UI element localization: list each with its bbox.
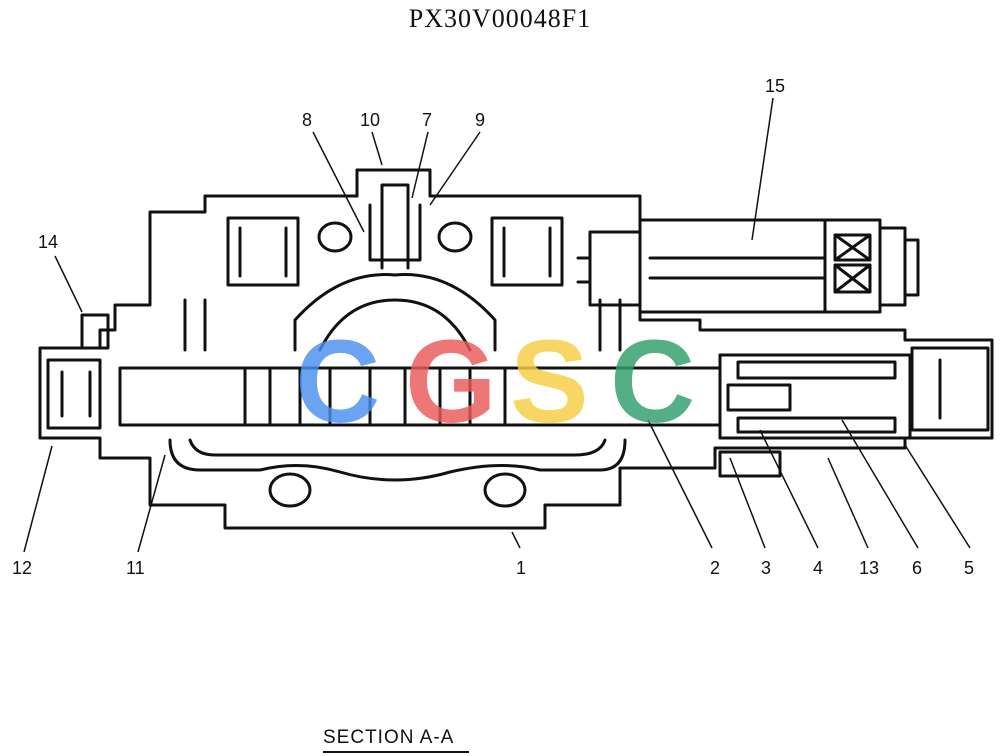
pilot-block — [355, 168, 432, 262]
pilot-pin — [380, 183, 410, 270]
spring-lower — [736, 416, 897, 434]
callout-1: 1 — [516, 558, 526, 578]
watermark: C G S C — [295, 316, 695, 448]
right-end-cap — [910, 346, 990, 432]
section-underline — [323, 751, 469, 753]
passage-inner — [318, 298, 472, 352]
spring-housing — [718, 353, 912, 440]
watermark-letter-4: C — [610, 316, 695, 448]
watermark-letter-1: C — [295, 316, 380, 448]
callout-4: 4 — [813, 558, 823, 578]
callout-7: 7 — [422, 110, 432, 130]
callout-15: 15 — [765, 76, 785, 96]
section-label: SECTION A-A — [323, 727, 455, 748]
callout-9: 9 — [475, 110, 485, 130]
watermark-letter-3: S — [510, 316, 589, 448]
callout-3: 3 — [761, 558, 771, 578]
left-end-cap — [46, 358, 102, 430]
leader-lines — [23, 97, 971, 553]
callout-labels: 15 14 8 10 7 9 12 11 1 2 3 4 13 6 5 — [12, 76, 974, 578]
spring-upper — [736, 360, 897, 380]
right-chamber — [490, 216, 564, 287]
callout-14: 14 — [38, 232, 58, 252]
lower-passage — [168, 438, 627, 482]
solenoid-nut — [878, 226, 920, 307]
callout-6: 6 — [912, 558, 922, 578]
valve-outline — [38, 168, 994, 530]
left-chamber — [226, 216, 300, 287]
callout-5: 5 — [964, 558, 974, 578]
plug — [80, 313, 110, 350]
callout-12: 12 — [12, 558, 32, 578]
drawing-title: PX30V00048F1 — [408, 4, 592, 33]
callout-13: 13 — [859, 558, 879, 578]
passage-arch — [293, 273, 497, 352]
callout-2: 2 — [710, 558, 720, 578]
callout-11: 11 — [126, 558, 145, 578]
solenoid-adapter — [576, 230, 642, 307]
watermark-letter-2: G — [405, 316, 497, 448]
drain-plug — [718, 450, 782, 478]
callout-10: 10 — [360, 110, 380, 130]
callout-8: 8 — [302, 110, 312, 130]
